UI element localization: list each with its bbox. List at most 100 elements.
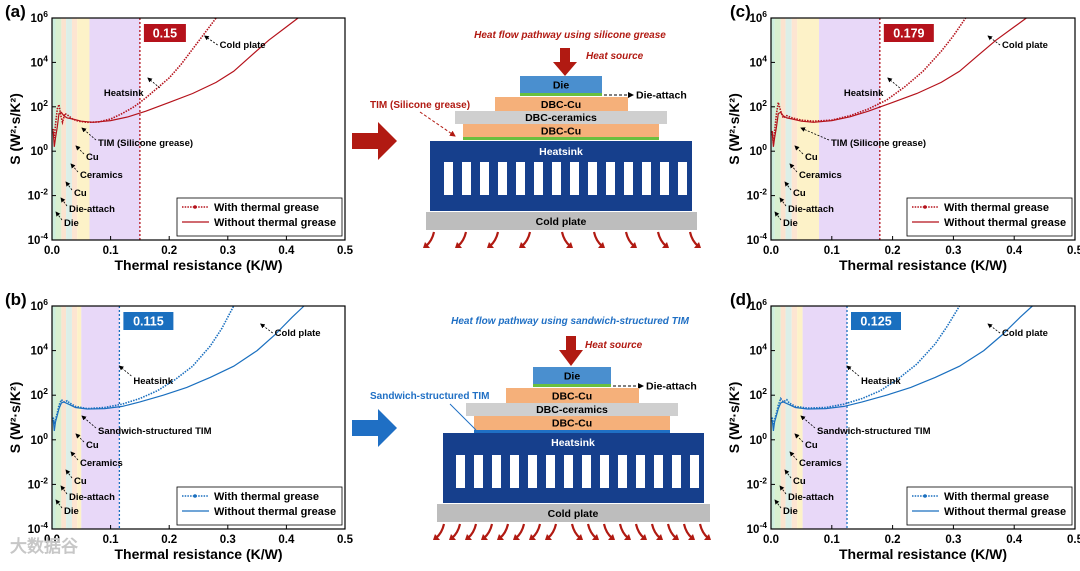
- heat-out-arrowhead-icon: [688, 534, 695, 540]
- heatsink-fin: [462, 162, 471, 195]
- x-tick-label: 0.3: [945, 534, 961, 546]
- x-tick-label: 0.5: [337, 245, 354, 257]
- heatsink-fin: [642, 162, 651, 195]
- annotation-ceramics: Ceramics: [799, 170, 842, 181]
- panel-label: (b): [5, 290, 27, 309]
- annotation-pointer: [55, 499, 63, 509]
- annotation-cold_plate: Cold plate: [275, 328, 321, 339]
- tim-pointer: [419, 111, 456, 137]
- heat-out-arrows: [433, 523, 711, 540]
- annotation-ceramics: Ceramics: [799, 458, 842, 469]
- heat-out-arrowhead-icon: [576, 534, 583, 540]
- y-tick-label: 10-2: [28, 187, 49, 203]
- y-tick-label: 10-4: [747, 231, 768, 247]
- y-tick-label: 102: [749, 386, 767, 402]
- heat-out-arrowhead-icon: [423, 242, 430, 248]
- region-band-ceramics: [66, 18, 72, 240]
- die-label: Die: [553, 80, 570, 92]
- annotation-tim: TIM (Silicone grease): [98, 138, 193, 149]
- heat-out-arrow-icon: [602, 523, 613, 539]
- flow-arrow-red-icon: [352, 122, 397, 160]
- region-band-die: [771, 18, 775, 240]
- annotation-cold_plate: Cold plate: [1002, 40, 1048, 51]
- cold-plate-block: [437, 504, 710, 522]
- y-tick-label: 104: [749, 342, 767, 358]
- region-band-cu: [61, 18, 67, 240]
- heat-out-arrow-icon: [698, 523, 709, 539]
- panel-label: (d): [730, 290, 752, 309]
- region-band-die-attach: [55, 18, 62, 240]
- heat-out-arrow-icon: [425, 231, 436, 247]
- x-tick-label: 0.3: [220, 245, 236, 257]
- y-tick-label: 10-4: [28, 520, 49, 536]
- heatsink-fin: [672, 455, 681, 488]
- region-band-tim: [797, 18, 820, 240]
- heat-out-arrow-icon: [483, 523, 494, 539]
- y-tick-label: 104: [30, 53, 48, 69]
- x-tick-label: 0.5: [1067, 534, 1080, 546]
- heatsink-fin: [552, 162, 561, 195]
- legend-label: With thermal grease: [214, 202, 319, 214]
- annotation-heatsink: Heatsink: [861, 376, 901, 387]
- dbc-cu-top-label: DBC-Cu: [541, 99, 581, 111]
- annotation-pointer: [794, 433, 804, 443]
- y-tick-label: 10-2: [747, 475, 768, 491]
- heatsink-fin: [456, 455, 465, 488]
- annotation-cu: Cu: [805, 440, 818, 451]
- cold-plate-label: Cold plate: [548, 508, 599, 520]
- heatsink-fin: [660, 162, 669, 195]
- y-tick-label: 100: [30, 431, 48, 447]
- legend-box: [906, 197, 1073, 237]
- heatsink-fin: [546, 455, 555, 488]
- dbc-ceramics-label: DBC-ceramics: [525, 112, 597, 124]
- heatsink-fin: [606, 162, 615, 195]
- y-tick-label: 104: [30, 342, 48, 358]
- annotation-pointer: [846, 365, 860, 377]
- annotation-pointer: [118, 365, 132, 377]
- diagram-title: Heat flow pathway using sandwich-structu…: [451, 316, 689, 327]
- heat-out-arrowhead-icon: [487, 242, 494, 248]
- heat-out-arrow-icon: [547, 523, 558, 539]
- annotation-pointer: [65, 469, 73, 479]
- legend-label: Without thermal grease: [214, 217, 336, 229]
- region-band-ceramics: [785, 18, 792, 240]
- annotation-pointer: [70, 163, 79, 173]
- threshold-badge: [883, 24, 934, 42]
- heat-out-arrowhead-icon: [694, 242, 701, 248]
- annotation-pointer: [987, 35, 1001, 46]
- y-tick-label: 102: [30, 98, 48, 114]
- x-axis-title: Thermal resistance (K/W): [839, 546, 1007, 562]
- annotation-cu: Cu: [86, 152, 99, 163]
- heat-out-arrow-icon: [457, 231, 468, 247]
- heat-out-arrow-icon: [467, 523, 478, 539]
- annotation-pointer: [800, 415, 816, 429]
- heat-out-arrow-icon: [618, 523, 629, 539]
- annotation-pointer: [147, 77, 161, 89]
- annotation-die_attach: Die-attach: [788, 204, 834, 215]
- y-tick-label: 102: [30, 386, 48, 402]
- y-tick-label: 106: [30, 297, 48, 313]
- dbc-cu-top-block: [506, 388, 639, 403]
- heatsink-fin: [510, 455, 519, 488]
- heat-out-arrow-icon: [560, 231, 571, 247]
- heatsink-fins: [444, 162, 687, 195]
- series-line-without-grease: [52, 305, 305, 431]
- legend-marker: [193, 494, 197, 498]
- annotation-pointer: [60, 197, 68, 207]
- x-tick-label: 0.3: [945, 245, 961, 257]
- region-band-heatsink: [89, 18, 140, 240]
- heatsink-fin: [654, 455, 663, 488]
- annotation-cu2: Cu: [74, 188, 87, 199]
- heat-out-arrows: [423, 231, 701, 248]
- y-tick-label: 100: [749, 142, 767, 158]
- x-tick-label: 0.4: [1006, 245, 1023, 257]
- x-tick-label: 0.4: [278, 534, 295, 546]
- annotation-cu2: Cu: [793, 188, 806, 199]
- y-axis-title: S (W²·s/K²): [7, 93, 23, 165]
- heatsink-fin: [492, 455, 501, 488]
- die-attach-label: Die-attach: [636, 90, 687, 102]
- heat-out-arrow-icon: [682, 523, 693, 539]
